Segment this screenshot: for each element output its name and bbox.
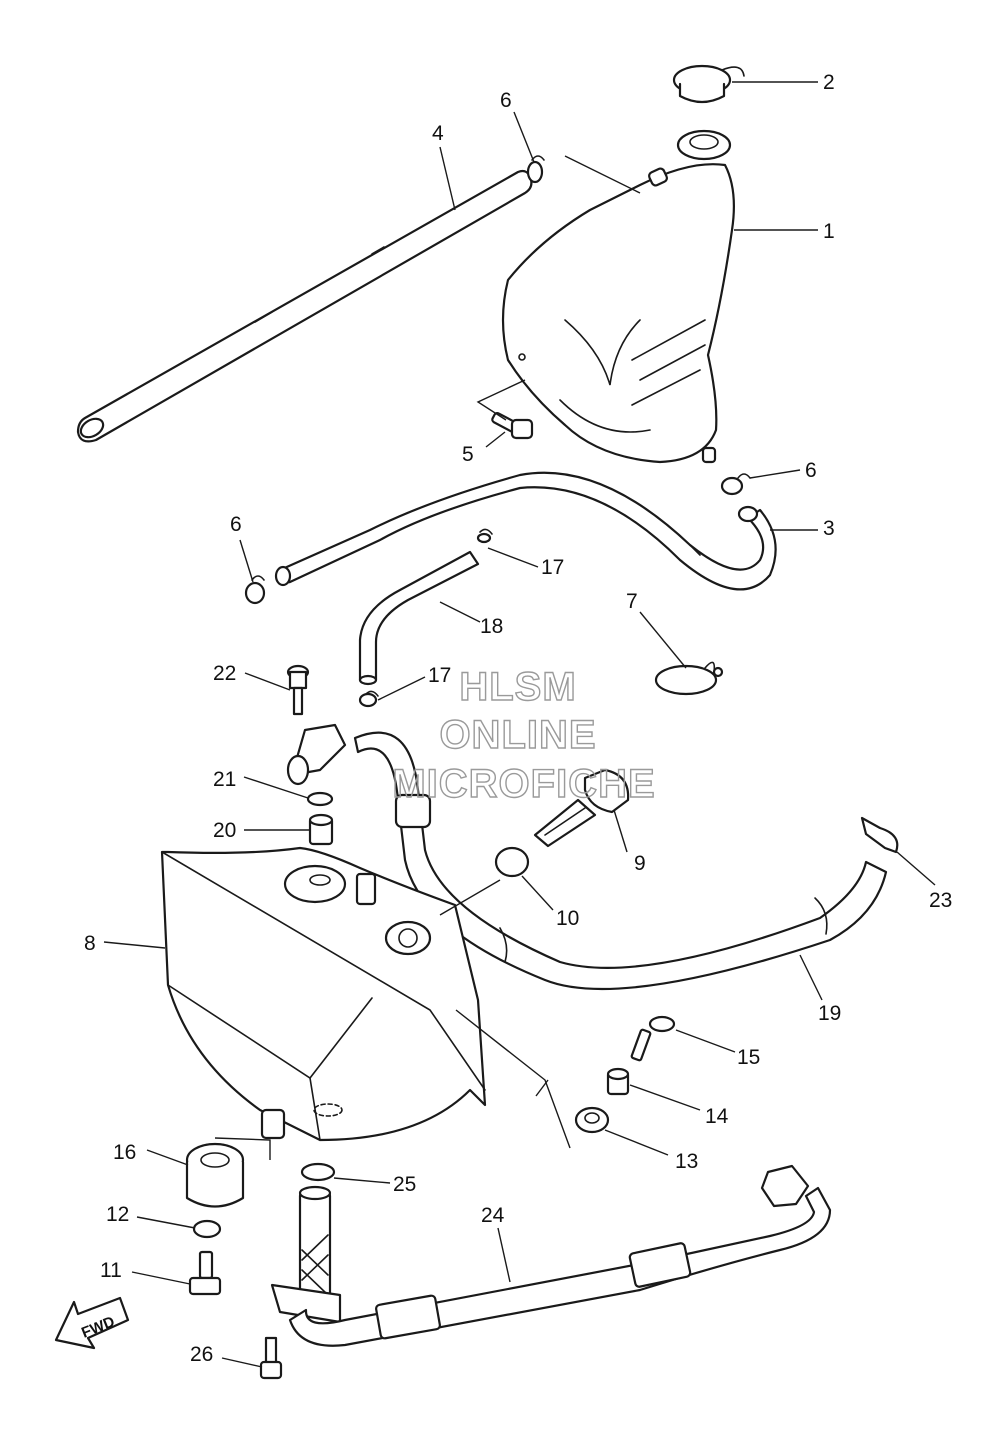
watermark-line-2: ONLINE <box>439 713 596 757</box>
callout-6-left: 6 <box>230 513 242 536</box>
callout-6-top: 6 <box>500 89 512 112</box>
part-7-clamp <box>654 661 724 696</box>
part-25-o-ring <box>300 1162 336 1182</box>
callout-10: 10 <box>556 907 579 930</box>
callout-8: 8 <box>84 932 96 955</box>
part-15-bolt <box>630 1015 676 1062</box>
callout-5: 5 <box>462 443 474 466</box>
callout-13: 13 <box>675 1150 698 1173</box>
part-23-hose-clip <box>860 816 899 854</box>
callout-20: 20 <box>213 819 236 842</box>
callout-24: 24 <box>481 1204 505 1227</box>
callout-1: 1 <box>823 220 835 243</box>
part-1-oil-reservoir <box>501 129 735 464</box>
part-14-collar <box>606 1067 630 1096</box>
callout-17-lower: 17 <box>428 664 451 687</box>
callout-23: 23 <box>929 889 952 912</box>
part-12-washer <box>192 1219 222 1239</box>
callout-15: 15 <box>737 1046 760 1069</box>
part-24-oil-line <box>288 1164 832 1347</box>
part-4-breather-hose <box>76 169 533 443</box>
part-17-clip-lower <box>358 690 379 708</box>
callout-3: 3 <box>823 517 835 540</box>
hose-bracket <box>286 723 347 786</box>
callout-4: 4 <box>432 122 444 145</box>
callout-6-right: 6 <box>805 459 817 482</box>
leader-lines <box>103 81 936 1368</box>
part-11-drain-bolt <box>188 1250 222 1296</box>
callout-14: 14 <box>705 1105 729 1128</box>
watermark: HLSM ONLINE MICROFICHE <box>392 664 656 806</box>
part-3-hose <box>274 471 777 591</box>
callout-9: 9 <box>634 852 646 875</box>
callout-17-upper: 17 <box>541 556 564 579</box>
callout-21: 21 <box>213 768 236 791</box>
callout-2: 2 <box>823 71 835 94</box>
part-2-filler-cap <box>672 64 745 104</box>
part-5-bolt <box>491 411 534 440</box>
callout-26: 26 <box>190 1343 213 1366</box>
watermark-line-3: MICROFICHE <box>392 762 655 806</box>
oil-strainer-pipe <box>270 1185 342 1324</box>
part-17-clip-upper <box>476 528 493 544</box>
part-16-strainer-cap <box>185 1142 245 1208</box>
callout-18: 18 <box>480 615 503 638</box>
part-13-grommet <box>574 1106 610 1134</box>
part-20-collar <box>308 813 334 846</box>
callout-labels: 1 2 3 4 5 6 6 6 7 8 9 10 11 12 13 14 15 … <box>84 71 952 1366</box>
callout-16: 16 <box>113 1141 136 1164</box>
watermark-line-1: HLSM <box>459 665 576 709</box>
part-6-clip-right <box>720 473 751 496</box>
callout-11: 11 <box>100 1259 122 1282</box>
part-26-bolt <box>259 1336 283 1380</box>
callout-12: 12 <box>106 1203 129 1226</box>
fwd-arrow-icon: FWD <box>54 1296 130 1350</box>
callout-7: 7 <box>626 590 638 613</box>
part-9-dipstick <box>533 768 630 848</box>
callout-22: 22 <box>213 662 236 685</box>
callout-25: 25 <box>393 1173 416 1196</box>
part-18-small-hose <box>358 550 480 686</box>
part-6-clip-top <box>526 155 545 184</box>
part-22-bolt <box>286 664 310 716</box>
part-21-o-ring <box>306 791 334 807</box>
part-6-clip-left <box>244 575 266 605</box>
part-8-oil-tank <box>160 846 487 1142</box>
callout-19: 19 <box>818 1002 841 1025</box>
part-10-o-ring <box>494 846 530 878</box>
